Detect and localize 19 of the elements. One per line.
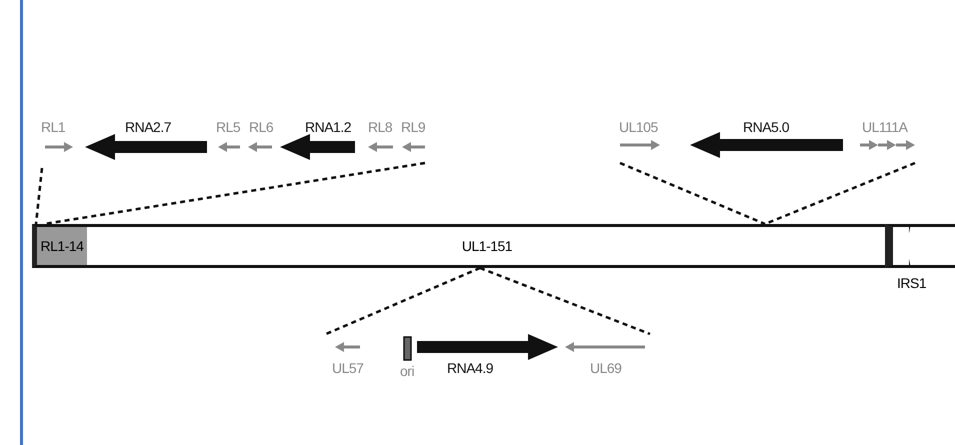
gene-label: ori [400, 363, 414, 379]
gene-label: UL105 [619, 119, 658, 135]
segment-label: RL1-14 [40, 238, 84, 254]
segment-label: IRS1 [897, 275, 926, 291]
transcript-label: RNA4.9 [447, 360, 494, 376]
genome-segment [87, 224, 887, 268]
gene-label: RL8 [368, 119, 392, 135]
gene-label: RL5 [216, 119, 240, 135]
transcript-label: RNA1.2 [305, 119, 352, 135]
gene-label: UL111A [862, 119, 908, 135]
segment-label: UL1-151 [462, 238, 512, 254]
gene-label: UL57 [332, 360, 364, 376]
gene-label: RL6 [249, 119, 274, 135]
gene-label: RL9 [401, 119, 426, 135]
transcript-label: RNA2.7 [125, 119, 172, 135]
transcript-label: RNA5.0 [743, 119, 790, 135]
genome-segment [32, 224, 89, 268]
gene-label: UL69 [590, 360, 622, 376]
gene-label: RL1 [41, 119, 66, 135]
